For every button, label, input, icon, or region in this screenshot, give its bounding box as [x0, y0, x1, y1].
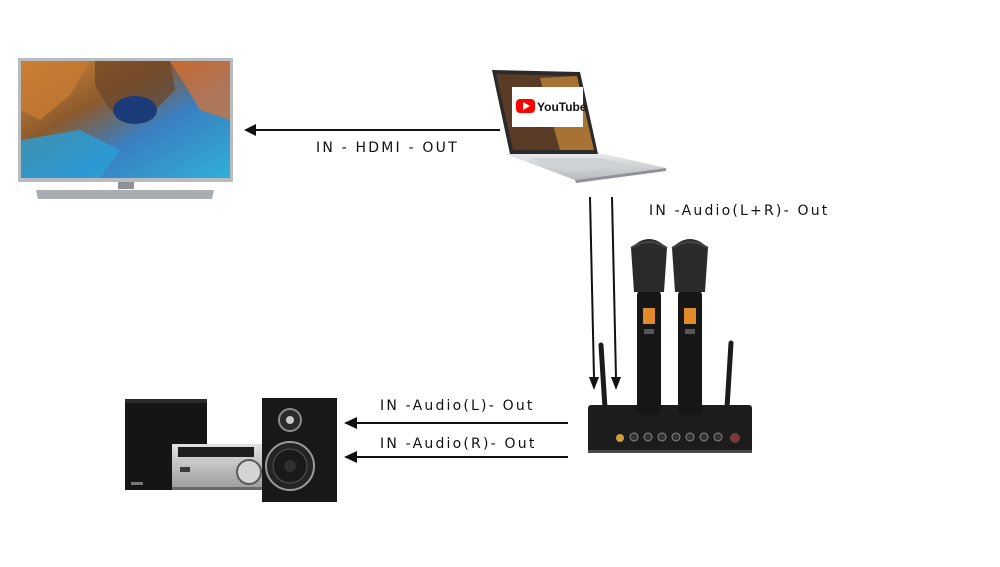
audio-r-arrow: [344, 451, 568, 463]
receiver-antenna-right: [724, 340, 734, 411]
wireless-microphone-receiver-icon: [588, 239, 752, 453]
laptop-icon: YouTube: [492, 70, 666, 183]
stereo-display: [178, 447, 254, 457]
receiver-body: [588, 405, 752, 453]
microphone-icon: [671, 239, 709, 415]
mic-grille: [631, 239, 667, 292]
audio-l-label: IN -Audio(L)- Out: [380, 398, 535, 414]
tv-stand-neck: [118, 182, 134, 189]
mic-display: [684, 308, 696, 324]
mic-grille: [672, 239, 708, 292]
laptop-keyboard: [530, 158, 630, 172]
tv-icon: [18, 58, 233, 199]
stereo-system-icon: [125, 398, 337, 502]
hdmi-arrow: [244, 124, 500, 136]
youtube-logo-text: YouTube: [537, 100, 587, 114]
receiver-antenna-left: [598, 342, 608, 411]
hdmi-label: IN - HDMI - OUT: [316, 140, 459, 156]
audio-lr-arrows: [589, 196, 621, 390]
power-button-icon: [730, 433, 740, 443]
microphone-icon: [630, 239, 668, 415]
volume-knob-icon: [236, 459, 262, 485]
audio-lr-label: IN -Audio(L+R)- Out: [649, 203, 830, 219]
mic-display: [643, 308, 655, 324]
audio-r-label: IN -Audio(R)- Out: [380, 436, 537, 452]
audio-l-arrow: [344, 417, 568, 429]
mic-input-jack: [616, 434, 624, 442]
tv-screen-cave: [113, 96, 157, 124]
tv-stand-base: [36, 190, 214, 199]
